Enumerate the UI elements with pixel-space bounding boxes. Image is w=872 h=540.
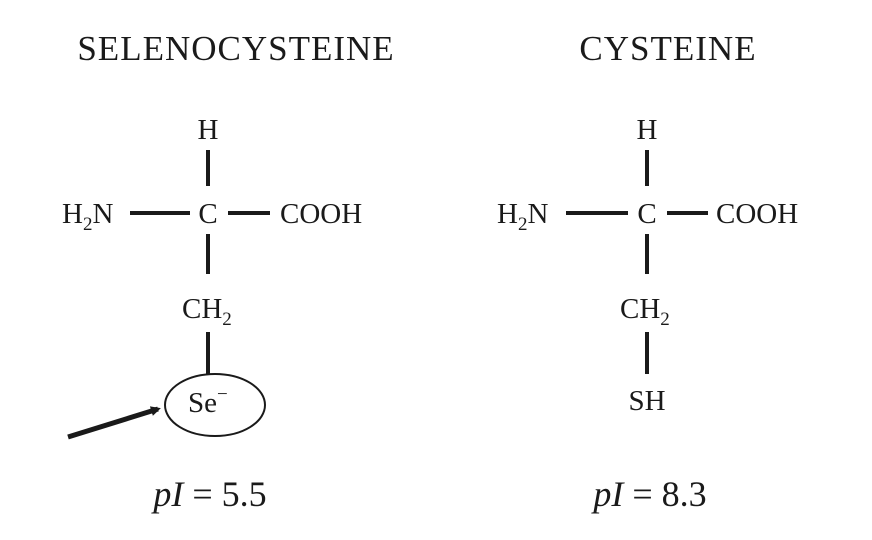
hydrogen-atom: H bbox=[637, 114, 658, 146]
alpha-carbon: C bbox=[198, 198, 217, 230]
selenium-atom: Se− bbox=[188, 384, 228, 419]
selenocysteine-structure: SELENOCYSTEINE H H2N C COOH CH2 Se− pI =… bbox=[62, 29, 394, 514]
hydrogen-atom: H bbox=[198, 114, 219, 146]
methylene-group: CH2 bbox=[182, 293, 232, 330]
cysteine-title: CYSTEINE bbox=[579, 29, 756, 68]
alpha-carbon: C bbox=[637, 198, 656, 230]
selenocysteine-title: SELENOCYSTEINE bbox=[77, 29, 394, 68]
isoelectric-point-left: pI = 5.5 bbox=[150, 474, 266, 514]
cysteine-structure: CYSTEINE H H2N C COOH CH2 SH pI = 8.3 bbox=[497, 29, 798, 514]
thiol-group: SH bbox=[628, 385, 665, 417]
isoelectric-point-right: pI = 8.3 bbox=[590, 474, 706, 514]
highlight-ellipse bbox=[164, 373, 266, 437]
amine-group: H2N bbox=[62, 198, 113, 235]
methylene-group: CH2 bbox=[620, 293, 670, 330]
arrow-icon bbox=[67, 406, 161, 440]
carboxyl-group: COOH bbox=[280, 198, 362, 230]
amine-group: H2N bbox=[497, 198, 548, 235]
carboxyl-group: COOH bbox=[716, 198, 798, 230]
